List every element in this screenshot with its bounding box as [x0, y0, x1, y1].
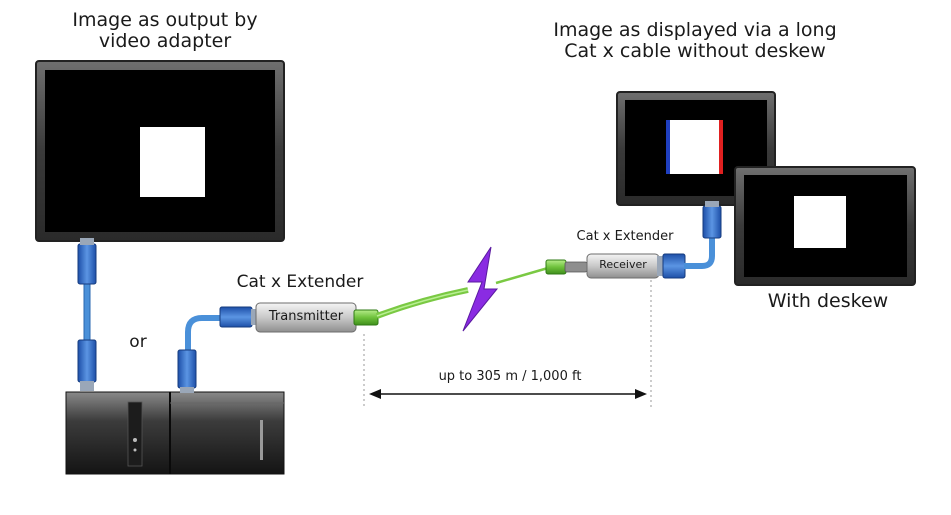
skew-red-fringe [719, 120, 723, 174]
lightning-bolt-icon [463, 247, 497, 331]
source-monitor-caption: Image as output by video adapter [50, 10, 280, 51]
computer [66, 392, 284, 474]
source-white-square [140, 127, 205, 197]
distance-label: up to 305 m / 1,000 ft [400, 370, 620, 384]
vga-cable-direct [78, 238, 96, 391]
deskew-caption: With deskew [748, 291, 908, 312]
server-icon [66, 392, 284, 474]
distance-indicator [364, 280, 651, 408]
caption-line: Image as displayed via a long [535, 20, 855, 41]
source-monitor [36, 61, 284, 241]
skew-blue-fringe [666, 120, 670, 174]
skew-white-square [666, 120, 722, 174]
transmitter-extender-label: Cat x Extender [220, 273, 380, 291]
arrow-right-head [635, 389, 647, 399]
skew-monitor-caption: Image as displayed via a long Cat x cabl… [535, 20, 855, 61]
receiver-extender-label: Cat x Extender [560, 230, 690, 244]
receiver-box-label: Receiver [587, 259, 659, 271]
caption-line: video adapter [50, 31, 280, 52]
cat-cable-receiver-side [496, 260, 587, 283]
arrow-left-head [369, 389, 381, 399]
deskewed-monitor [735, 167, 915, 285]
deskew-white-square [794, 196, 846, 248]
transmitter-box-label: Transmitter [256, 310, 356, 324]
cat-cable-transmitter-side [354, 290, 468, 325]
or-label: or [118, 333, 158, 351]
vga-cable-to-transmitter [178, 307, 257, 393]
caption-line: Image as output by [50, 10, 280, 31]
caption-line: Cat x cable without deskew [535, 41, 855, 62]
